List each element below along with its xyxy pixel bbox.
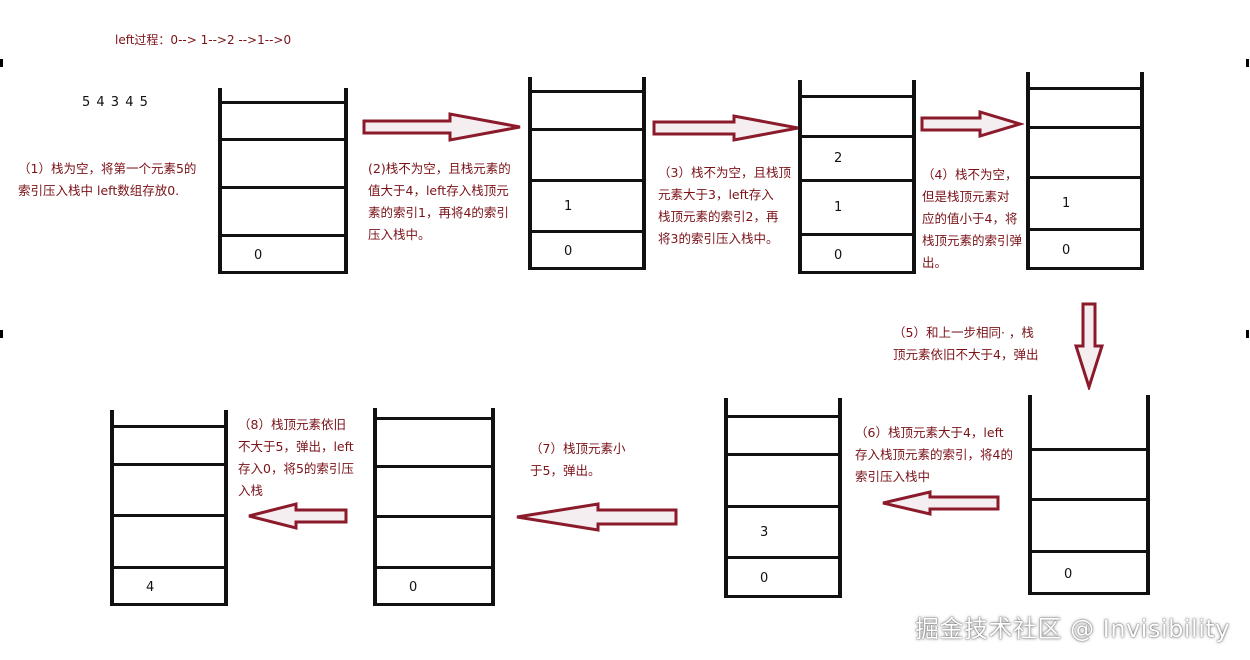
stack-wall (912, 80, 916, 274)
stack-step-1: 0 (218, 88, 348, 274)
stack-cell-value: 0 (564, 244, 573, 259)
stack-wall (218, 88, 222, 274)
stack-shelf (798, 271, 916, 274)
stack-cell-value: 0 (1064, 566, 1073, 582)
stack-shelf (798, 95, 916, 98)
stack-shelf (1026, 87, 1144, 90)
step-note-4: （4）栈不为空， 但是栈顶元素对 应的值小于4，将 栈顶元素的索引弹 出。 (922, 167, 1023, 270)
input-sequence: 5 4 3 4 5 (82, 95, 149, 110)
stack-step-5: 0 (1028, 395, 1150, 595)
stack-shelf (798, 179, 916, 182)
stack-shelf (724, 415, 842, 418)
stack-wall (1140, 72, 1144, 270)
frame-mark (0, 59, 3, 67)
step-note-6: （6）栈顶元素大于4，left 存入栈顶元素的索引，将4的 索引压入栈中 (855, 425, 1013, 484)
stack-shelf (110, 463, 228, 466)
stack-cell-value: 0 (834, 247, 843, 263)
stack-shelf (528, 267, 646, 270)
stack-wall (798, 80, 802, 274)
stack-shelf (373, 566, 495, 569)
stack-shelf (798, 135, 916, 138)
process-caption: left过程：0--> 1-->2 -->1-->0 (115, 33, 292, 47)
step-note-7: （7）栈顶元素小 于5，弹出。 (530, 441, 626, 478)
stack-shelf (1028, 550, 1150, 553)
stack-shelf (373, 515, 495, 518)
stack-shelf (110, 566, 228, 569)
stack-wall (528, 77, 532, 270)
stack-cell-value: 0 (254, 248, 263, 263)
frame-mark (1246, 59, 1249, 67)
step-note-5: （5）和上一步相同· ，栈 顶元素依旧不大于4，弹出 (893, 325, 1039, 362)
stack-shelf (110, 603, 228, 606)
stack-cell-value: 4 (146, 580, 155, 595)
stack-shelf (218, 138, 348, 141)
stack-shelf (1026, 176, 1144, 179)
stack-wall (491, 408, 495, 606)
stack-shelf (724, 453, 842, 456)
stack-shelf (724, 595, 842, 598)
stack-shelf (373, 603, 495, 606)
stack-shelf (528, 128, 646, 131)
stack-cell-value: 0 (409, 580, 418, 595)
stack-shelf (528, 179, 646, 182)
stack-shelf (528, 90, 646, 93)
stack-shelf (724, 556, 842, 559)
stack-step-8: 4 (110, 410, 228, 606)
stack-shelf (724, 505, 842, 508)
stack-wall (838, 398, 842, 598)
stack-step-3: 0 1 2 (798, 80, 916, 274)
stack-shelf (110, 425, 228, 428)
stack-shelf (373, 417, 495, 420)
stack-wall (1026, 72, 1030, 270)
arrow-down-icon (1074, 302, 1104, 390)
arrow-right-icon (652, 114, 799, 142)
step-note-1: （1）栈为空，将第一个元素5的 索引压入栈中 left数组存放0. (18, 161, 197, 198)
stack-shelf (1026, 267, 1144, 270)
stack-shelf (1028, 498, 1150, 501)
stack-cell-value: 1 (834, 200, 843, 215)
stack-step-4: 0 1 (1026, 72, 1144, 270)
arrow-left-icon (882, 490, 1000, 516)
stack-shelf (1026, 228, 1144, 231)
stack-shelf (218, 271, 348, 274)
stack-shelf (110, 514, 228, 517)
watermark: 掘金技术社区 @ Invisibility (915, 615, 1230, 643)
stack-wall (224, 410, 228, 606)
stack-shelf (798, 233, 916, 236)
stack-cell-value: 0 (1062, 243, 1071, 258)
step-note-2: (2)栈不为空，且栈元素的 值大于4，left存入栈顶元 素的索引1，再将4的索… (368, 161, 511, 242)
stack-shelf (373, 465, 495, 468)
step-note-3: （3）栈不为空，且栈顶 元素大于3，left存入 栈顶元素的索引2，再 将3的索… (658, 165, 791, 246)
stack-shelf (218, 101, 348, 104)
arrow-right-icon (362, 112, 521, 142)
stack-shelf (1028, 592, 1150, 595)
stack-cell-value: 1 (564, 198, 573, 214)
arrow-left-icon (516, 502, 678, 532)
step-note-8: （8）栈顶元素依旧 不大于5，弹出，left 存入0，将5的索引压 入栈 (238, 417, 354, 498)
stack-shelf (218, 234, 348, 237)
stack-cell-value: 0 (760, 571, 769, 586)
stack-wall (1028, 395, 1032, 595)
stack-wall (1146, 395, 1150, 595)
stack-wall (642, 77, 646, 270)
stack-wall (110, 410, 114, 606)
stack-cell-value: 2 (834, 151, 843, 166)
stack-cell-value: 3 (760, 524, 769, 540)
stack-shelf (218, 186, 348, 189)
arrow-right-icon (920, 110, 1024, 138)
stack-wall (373, 408, 377, 606)
stack-shelf (1028, 448, 1150, 451)
stack-step-7: 0 (373, 408, 495, 606)
stack-shelf (1026, 126, 1144, 129)
frame-mark (0, 330, 3, 338)
stack-cell-value: 1 (1062, 196, 1071, 211)
stack-wall (344, 88, 348, 274)
stack-step-2: 0 1 (528, 77, 646, 270)
frame-mark (1246, 330, 1249, 338)
stack-shelf (528, 230, 646, 233)
stack-wall (724, 398, 728, 598)
arrow-left-icon (248, 502, 348, 530)
stack-step-6: 0 3 (724, 398, 842, 598)
